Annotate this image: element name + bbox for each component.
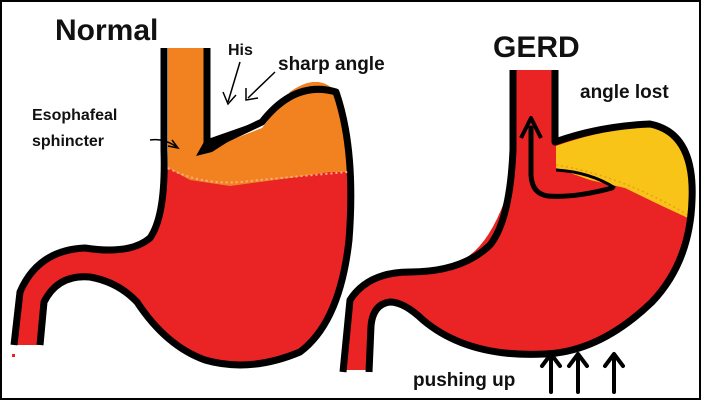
sphincter-label-line2: sphincter — [32, 133, 104, 150]
angle-lost-label: angle lost — [580, 82, 669, 103]
his-label: His — [228, 42, 253, 59]
sharp-angle-label: sharp angle — [278, 54, 385, 75]
pushing-up-label: pushing up — [413, 370, 515, 391]
red-speck — [12, 354, 15, 357]
sphincter-label-line1: Esophafeal — [32, 107, 117, 124]
normal-title: Normal — [55, 14, 158, 47]
gerd-title: GERD — [493, 31, 580, 64]
